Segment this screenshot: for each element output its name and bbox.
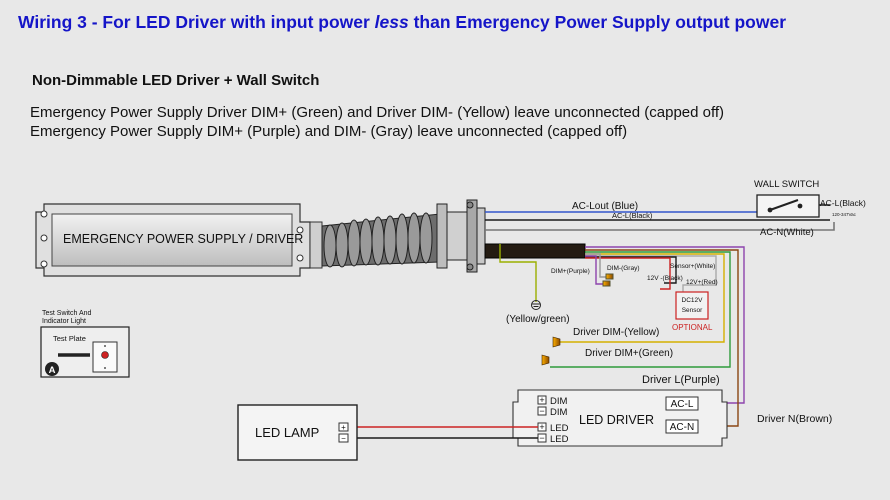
badge-a-letter: A [49, 365, 56, 376]
pin-dim-minus-label: DIM [550, 407, 568, 418]
label-12v-red: 12V+(Red) [686, 279, 718, 286]
driver-dim-caps [541, 336, 561, 366]
page-title: Wiring 3 - For LED Driver with input pow… [18, 12, 786, 33]
title-suffix: than Emergency Power Supply output power [408, 12, 787, 32]
label-ac-lout: AC-Lout (Blue) [572, 201, 638, 212]
cable-gland [436, 199, 486, 273]
pin-dim-plus-label: DIM [550, 396, 568, 407]
emergency-unit-label: EMERGENCY POWER SUPPLY / DRIVER [63, 232, 303, 246]
lamp-plus-sign: + [341, 423, 346, 432]
wire-dim-purple [585, 255, 604, 285]
title-emphasis: less [374, 12, 409, 32]
led-lamp-label: LED LAMP [255, 425, 319, 440]
wire-driver-dim-minus-yellow [560, 253, 725, 343]
dc12v-sensor: DC12V Sensor [675, 291, 709, 320]
title-prefix: Wiring 3 - For LED Driver with input pow… [18, 12, 375, 32]
led-lamp: LED LAMP + − [237, 404, 358, 461]
label-12v-black: 12V -(Black) [647, 275, 683, 282]
note-line-2: Emergency Power Supply DIM+ (Purple) and… [30, 123, 628, 140]
dim-wire-caps [602, 273, 614, 287]
wire-driver-dim-plus-green [550, 251, 731, 368]
wall-switch: WALL SWITCH 120-347Vac [754, 179, 857, 218]
sensor-line1: DC12V [682, 297, 704, 304]
note-line-1: Emergency Power Supply Driver DIM+ (Gree… [30, 104, 725, 121]
wire-dim-gray [585, 253, 608, 278]
label-driver-dim-minus: Driver DIM-(Yellow) [573, 327, 659, 338]
emergency-power-supply: EMERGENCY POWER SUPPLY / DRIVER [35, 203, 323, 277]
label-ac-l-switch: AC-L(Black) [820, 198, 866, 208]
wall-switch-title: WALL SWITCH [754, 179, 819, 190]
label-ac-n: AC-N(White) [760, 227, 814, 238]
label-driver-n: Driver N(Brown) [757, 413, 832, 425]
pin-led-plus-sign: + [539, 422, 544, 432]
sensor-optional: OPTIONAL [672, 323, 713, 332]
label-driver-l: Driver L(Purple) [642, 374, 720, 386]
wall-switch-rating: 120-347Vac [832, 212, 857, 217]
badge-a [45, 362, 59, 376]
label-sensor-white: Sensor+(White) [670, 263, 715, 270]
wire-sensor-white [585, 255, 717, 296]
test-plate-label: Test Plate [53, 334, 86, 343]
test-switch-caption-1: Test Switch And [42, 310, 92, 317]
led-driver-label: LED DRIVER [579, 413, 654, 427]
pin-led-plus-label: LED [550, 423, 569, 434]
label-dim-gray: DIM-(Gray) [607, 265, 640, 272]
cable-sleeve [484, 243, 586, 259]
flexible-conduit [321, 212, 441, 268]
label-dim-purple: DIM+(Purple) [551, 268, 590, 275]
pin-led-minus-label: LED [550, 434, 569, 445]
pin-led-minus-sign: − [539, 433, 544, 443]
label-ac-l-inner: AC-L(Black) [612, 211, 653, 220]
section-heading: Non-Dimmable LED Driver + Wall Switch [32, 72, 320, 89]
lamp-minus-sign: − [341, 434, 346, 443]
ground-icon [531, 300, 541, 310]
indicator-light-icon [101, 351, 109, 359]
led-driver: + − + − DIM DIM LED LED LED DRIVER AC-L … [512, 389, 728, 447]
wire-yellow-green-ground [499, 244, 537, 302]
sensor-line2: Sensor [682, 307, 703, 314]
wire-ac-n-white [485, 222, 835, 231]
pin-dim-plus-sign: + [539, 395, 544, 405]
pin-dim-minus-sign: − [539, 406, 544, 416]
test-switch-caption-2: Indicator Light [42, 318, 86, 325]
label-yellow-green: (Yellow/green) [506, 314, 570, 325]
label-driver-dim-plus: Driver DIM+(Green) [585, 348, 673, 359]
pin-ac-n-label: AC-N [670, 422, 694, 433]
test-switch-panel: Test Switch And Indicator Light Test Pla… [40, 310, 130, 378]
pin-ac-l-label: AC-L [671, 399, 694, 410]
wire-12v-red [585, 257, 671, 290]
